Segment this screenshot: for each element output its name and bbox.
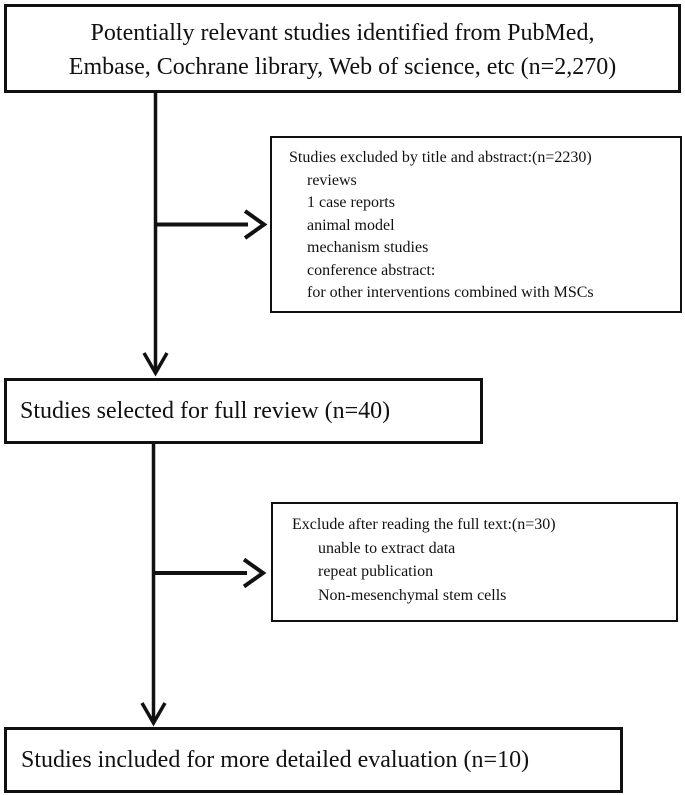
- excluded-title-abstract-heading: Studies excluded by title and abstract:(…: [289, 149, 592, 166]
- excluded-full-text-heading: Exclude after reading the full text:(n=3…: [292, 516, 556, 533]
- exclusion-reason: animal model: [307, 216, 395, 234]
- arrow-to-excluded-full-text: [153, 557, 267, 589]
- box-full-review: Studies selected for full review (n=40): [4, 378, 483, 444]
- box-studies-identified: Potentially relevant studies identified …: [4, 4, 681, 93]
- exclusion-reason: reviews: [307, 171, 357, 189]
- exclusion-reason: Non-mesenchymal stem cells: [318, 586, 507, 604]
- exclusion-reason: 1 case reports: [307, 194, 395, 211]
- identified-line-2: Embase, Cochrane library, Web of science…: [68, 54, 617, 80]
- arrow-to-excluded-title-abstract: [155, 209, 268, 240]
- box-studies-included: Studies included for more detailed evalu…: [4, 727, 623, 793]
- exclusion-reason: conference abstract:: [307, 261, 436, 279]
- exclusion-reason: mechanism studies: [307, 239, 429, 256]
- identified-line-1: Potentially relevant studies identified …: [90, 20, 595, 46]
- full-review-text: Studies selected for full review (n=40): [20, 397, 391, 424]
- exclusion-reason: for other interventions combined with MS…: [307, 284, 594, 301]
- included-text: Studies included for more detailed evalu…: [21, 746, 530, 773]
- box-excluded-title-abstract: Studies excluded by title and abstract:(…: [270, 136, 682, 313]
- exclusion-reason: repeat publication: [318, 563, 434, 580]
- exclusion-reason: unable to extract data: [318, 539, 456, 557]
- arrow-identified-to-full-review: [142, 93, 169, 377]
- arrow-full-review-to-included: [140, 444, 167, 727]
- box-excluded-full-text: Exclude after reading the full text:(n=3…: [271, 502, 678, 622]
